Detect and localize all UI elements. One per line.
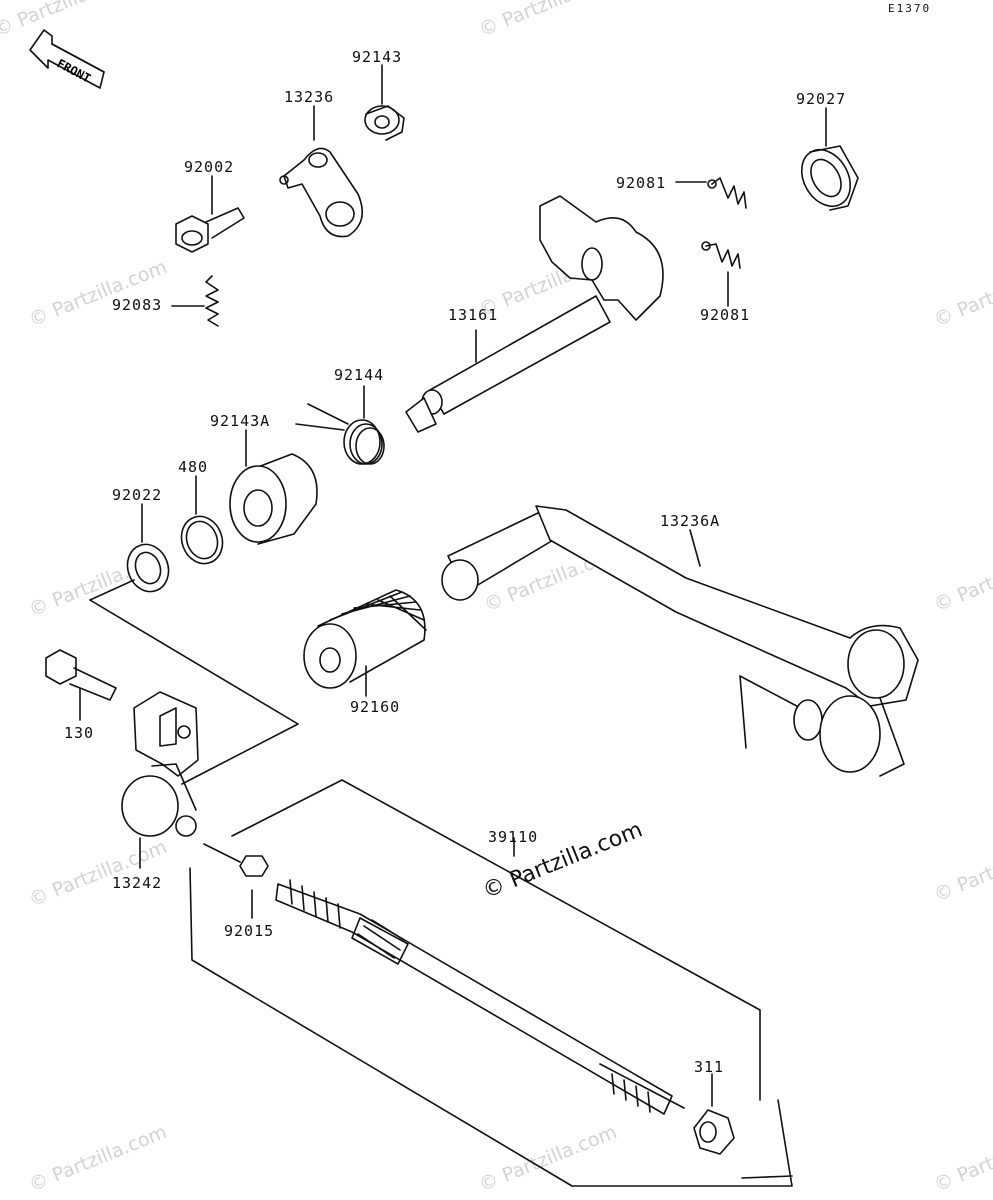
pedal-13236a xyxy=(441,505,919,777)
part-label-480[interactable]: 480 xyxy=(178,458,209,476)
rubber-92160 xyxy=(303,589,427,689)
part-label-92002[interactable]: 92002 xyxy=(184,158,235,176)
front-arrow-icon xyxy=(29,29,105,89)
part-label-92143a[interactable]: 92143A xyxy=(210,412,271,430)
bolt-130 xyxy=(45,649,117,701)
part-label-13236[interactable]: 13236 xyxy=(284,88,335,106)
bushing-92143 xyxy=(364,105,405,141)
part-label-92081-lower[interactable]: 92081 xyxy=(700,306,751,324)
spring-92083 xyxy=(205,275,219,327)
torsion-spring-92144 xyxy=(295,403,385,465)
washer-92022 xyxy=(126,543,170,593)
part-label-92027[interactable]: 92027 xyxy=(796,90,847,108)
nut-92015 xyxy=(239,855,269,877)
diagram-code: E1370 xyxy=(888,2,932,15)
part-label-13161[interactable]: 13161 xyxy=(448,306,499,324)
seal-92027 xyxy=(800,145,859,211)
part-label-13242[interactable]: 13242 xyxy=(112,874,163,892)
rod-39110 xyxy=(275,879,685,1115)
part-label-39110[interactable]: 39110 xyxy=(488,828,539,846)
part-label-92083[interactable]: 92083 xyxy=(112,296,163,314)
lever-13236 xyxy=(279,147,364,238)
part-label-92144[interactable]: 92144 xyxy=(334,366,385,384)
part-label-130[interactable]: 130 xyxy=(64,724,95,742)
bolt-92002 xyxy=(175,207,245,253)
part-label-13236a[interactable]: 13236A xyxy=(660,512,721,530)
circlip-480 xyxy=(180,515,224,565)
part-label-92160[interactable]: 92160 xyxy=(350,698,401,716)
joint-13242 xyxy=(121,691,199,837)
spring-92081-lower xyxy=(701,241,741,269)
part-label-92022[interactable]: 92022 xyxy=(112,486,163,504)
part-label-311[interactable]: 311 xyxy=(694,1058,725,1076)
bushing-92143a xyxy=(229,453,318,545)
shaft-13161 xyxy=(405,195,664,433)
spring-92081-upper xyxy=(707,177,747,209)
part-label-92143[interactable]: 92143 xyxy=(352,48,403,66)
part-label-92081-upper[interactable]: 92081 xyxy=(616,174,667,192)
part-label-92015[interactable]: 92015 xyxy=(224,922,275,940)
nut-311 xyxy=(693,1109,735,1155)
